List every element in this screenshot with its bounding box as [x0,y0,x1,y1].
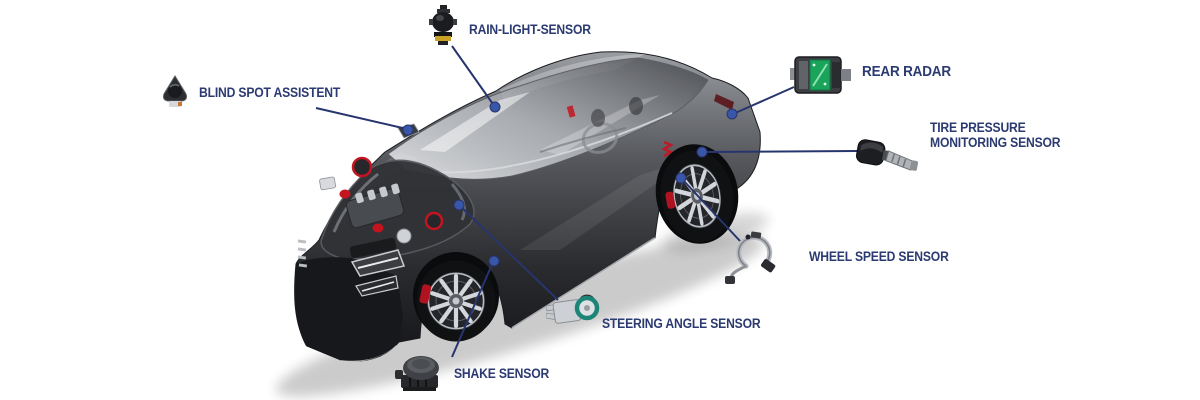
leader-line-wheel-speed [681,178,741,242]
label-shake-sensor: SHAKE SENSOR [454,366,550,381]
endpoint-dot-shake [488,255,500,267]
steering-angle-sensor-icon [546,294,600,324]
tire-pressure-sensor-icon [856,139,919,171]
rear-radar-icon [790,56,851,94]
wheel-speed-sensor-icon [725,231,776,284]
leader-line-shake [451,261,494,358]
front-wheel [413,252,499,342]
label-steering-angle-sensor: STEERING ANGLE SENSOR [602,316,761,331]
label-tire-pressure-monitoring-sensor: TIRE PRESSURE MONITORING SENSOR [930,120,1061,150]
rain-light-sensor-icon [429,5,457,45]
endpoint-dot-tire-pressure [696,146,708,158]
endpoint-dot-rear-radar [726,108,738,120]
leader-line-steering-angle [459,205,559,301]
endpoint-dot-wheel-speed [675,172,687,184]
blind-spot-sensor-icon [163,75,187,107]
label-tire-pressure-line1: TIRE PRESSURE [930,120,1026,135]
endpoint-dot-steering-angle [453,199,465,211]
label-rain-light-sensor: RAIN-LIGHT-SENSOR [469,22,591,37]
endpoint-dot-rain-light-sensor [489,101,501,113]
label-rear-radar: REAR RADAR [862,63,951,80]
leader-line-blind-spot [315,107,408,130]
label-blind-spot-assistent: BLIND SPOT ASSISTENT [199,85,341,100]
endpoint-dots [402,101,738,267]
leader-line-rain-light-sensor [451,45,496,108]
leader-line-tire-pressure [702,150,858,153]
car-engine-bay [319,156,475,260]
label-tire-pressure-line2: MONITORING SENSOR [930,135,1061,150]
leader-lines [315,45,858,358]
shake-sensor-icon [395,356,439,391]
label-wheel-speed-sensor: WHEEL SPEED SENSOR [809,249,949,264]
leader-line-rear-radar [732,86,795,115]
endpoint-dot-blind-spot [402,124,414,136]
car-front-fascia [295,239,406,361]
